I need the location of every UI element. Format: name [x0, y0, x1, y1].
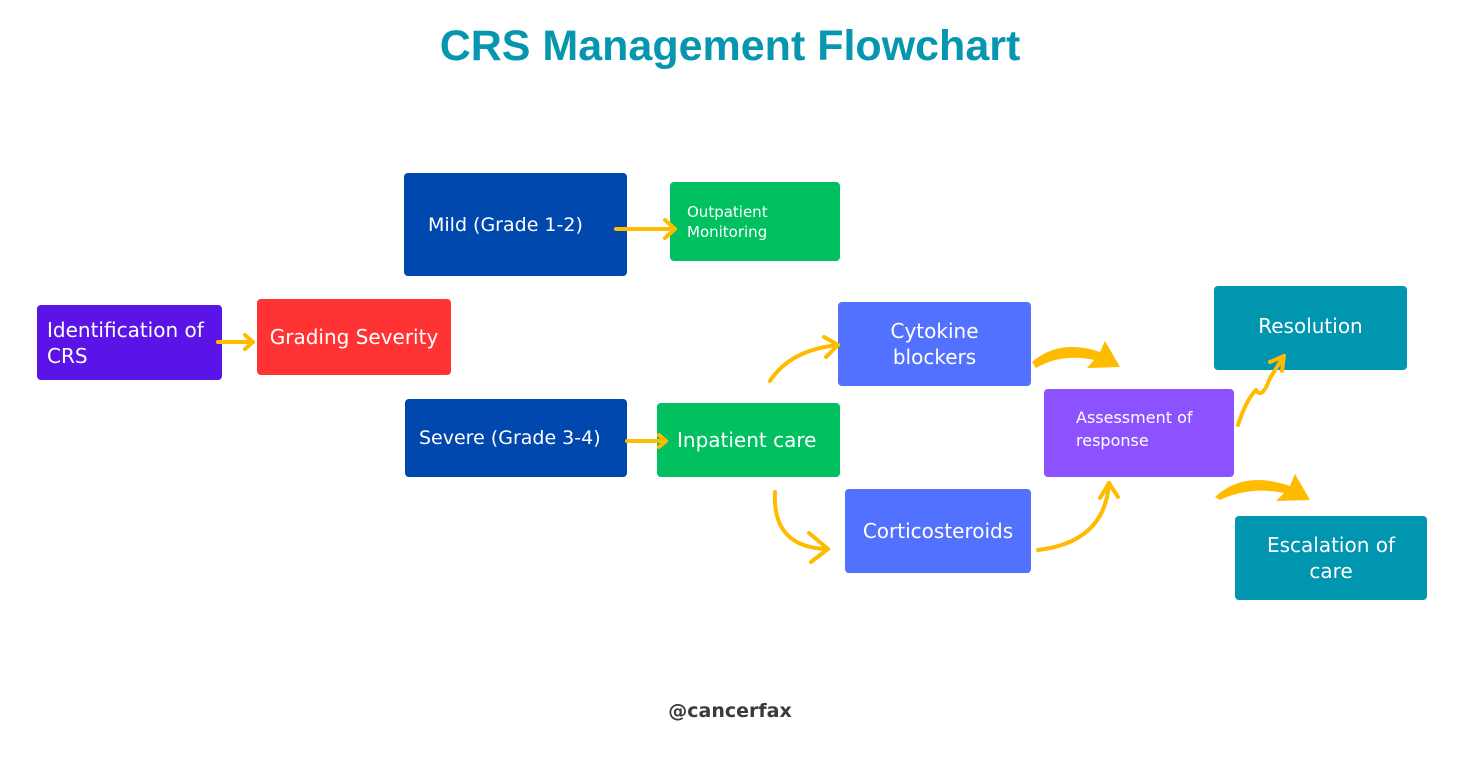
node-corticosteroids: Corticosteroids [845, 489, 1031, 573]
arrow-cytokine-to-assessment [1032, 341, 1120, 368]
node-identification: Identification of CRS [37, 305, 222, 380]
node-inpatient-label: Inpatient care [677, 428, 817, 452]
node-assessment: Assessment of response [1044, 389, 1234, 477]
node-cytokine-blockers: Cytokine blockers [838, 302, 1031, 386]
node-severe-label: Severe (Grade 3-4) [419, 427, 601, 449]
node-escalation: Escalation of care [1235, 516, 1427, 600]
node-outpatient: Outpatient Monitoring [670, 182, 840, 261]
arrow-assessment-to-escalation [1215, 474, 1310, 501]
node-outpatient-label: Outpatient Monitoring [687, 202, 768, 241]
page-title: CRS Management Flowchart [439, 22, 1021, 70]
node-mild-label: Mild (Grade 1-2) [428, 213, 583, 236]
node-corticosteroids-label: Corticosteroids [862, 519, 1014, 543]
node-cytokine-blockers-label: Cytokine blockers [890, 319, 979, 369]
node-escalation-label: Escalation of care [1266, 533, 1396, 583]
node-identification-label: Identification of CRS [47, 317, 204, 368]
node-resolution-label: Resolution [1258, 314, 1363, 338]
node-inpatient: Inpatient care [657, 403, 840, 477]
arrow-identification-to-grading [216, 333, 255, 351]
node-severe: Severe (Grade 3-4) [405, 399, 627, 477]
node-assessment-label: Assessment of response [1076, 408, 1193, 450]
node-grading-severity-label: Grading Severity [269, 325, 439, 349]
node-mild: Mild (Grade 1-2) [404, 173, 627, 276]
arrow-corticosteroids-to-assessment [1036, 481, 1120, 552]
node-grading-severity: Grading Severity [257, 299, 451, 375]
arrow-inpatient-to-cytokine [768, 335, 840, 383]
node-resolution: Resolution [1214, 286, 1407, 370]
footer-handle: @cancerfax [668, 700, 792, 722]
arrow-inpatient-to-corticosteroids [772, 490, 830, 564]
